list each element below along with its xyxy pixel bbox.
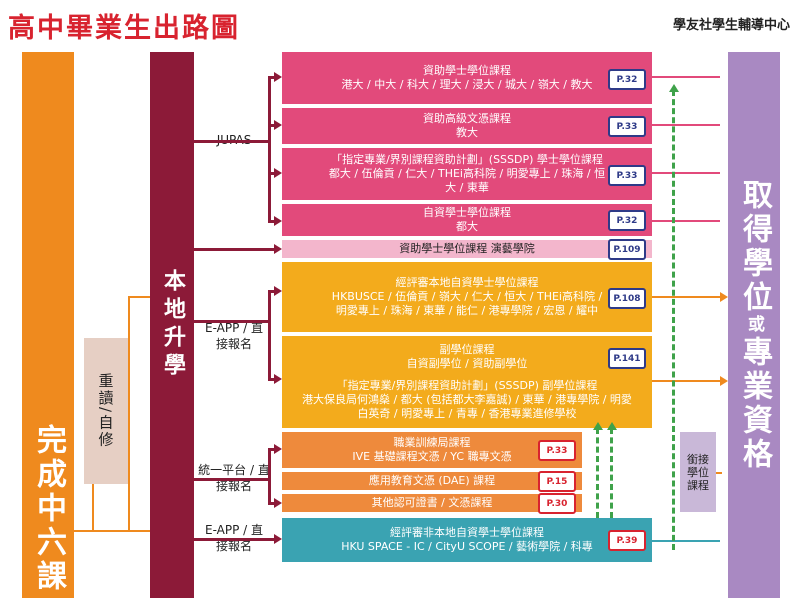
connector xyxy=(652,172,720,174)
arrow xyxy=(274,444,282,454)
connector xyxy=(128,296,150,298)
upgrade-line xyxy=(596,428,599,518)
page-title: 高中畢業生出路圖 xyxy=(8,13,240,44)
connector xyxy=(268,502,274,505)
connector xyxy=(194,538,274,541)
page-ref-badge: P.109 xyxy=(608,239,646,260)
arrow xyxy=(274,216,282,226)
page-ref-badge: P.141 xyxy=(608,348,646,369)
arrow xyxy=(274,120,282,130)
connector xyxy=(268,448,274,451)
connector xyxy=(268,378,274,381)
arrow xyxy=(720,376,728,386)
program-box: 「指定專業/界別課程資助計劃」(SSSDP) 學士學位課程都大 / 伍倫貢 / … xyxy=(282,148,652,200)
arrow xyxy=(607,422,617,430)
arrow xyxy=(274,374,282,384)
upgrade-line xyxy=(610,428,613,518)
program-box: 資助學士學位課程 演藝學院 P.109 xyxy=(282,239,652,260)
arrow xyxy=(274,168,282,178)
program-box: 副學位課程自資副學位 / 資助副學位 「指定專業/界別課程資助計劃」(SSSDP… xyxy=(282,336,652,428)
page-ref-badge: P.32 xyxy=(608,69,646,90)
arrow xyxy=(274,498,282,508)
page-ref-badge: P.30 xyxy=(538,493,576,514)
page-ref-badge: P.33 xyxy=(608,165,646,186)
connector xyxy=(268,76,274,79)
organization-name: 學友社學生輔導中心 xyxy=(672,18,790,33)
program-box: 資助高級文憑課程教大 P.33 xyxy=(282,108,652,144)
page-ref-badge: P.32 xyxy=(608,210,646,231)
upgrade-line xyxy=(672,90,675,550)
complete-s6-column: 完成中六課 xyxy=(22,52,74,598)
connector xyxy=(268,220,274,223)
program-box: 自資學士學位課程都大 P.32 xyxy=(282,204,652,236)
page-ref-badge: P.15 xyxy=(538,471,576,492)
arrow xyxy=(669,84,679,92)
connector xyxy=(268,448,271,504)
degree-or-qualification-column: 取得學位或專業資格 xyxy=(728,52,780,598)
connector xyxy=(716,472,722,474)
page-ref-badge: P.108 xyxy=(608,288,646,309)
connector xyxy=(194,320,270,323)
connector xyxy=(194,248,274,251)
local-study-column: 本地升學 xyxy=(150,52,194,598)
connector xyxy=(92,484,94,532)
connector xyxy=(268,76,271,222)
route-label-eapp: E-APP / 直接報名 xyxy=(204,321,263,351)
connector xyxy=(652,76,720,78)
connector xyxy=(128,296,130,532)
page-ref-badge: P.33 xyxy=(538,440,576,461)
connector xyxy=(652,124,720,126)
arrow xyxy=(593,422,603,430)
arrow xyxy=(720,292,728,302)
page-ref-badge: P.33 xyxy=(608,116,646,137)
route-label-unified: 統一平台 / 直接報名 xyxy=(198,463,270,493)
repeat-self-study-box: 重讀/自修 xyxy=(84,338,128,484)
arrow xyxy=(274,534,282,544)
connector xyxy=(652,540,720,542)
connector xyxy=(268,290,271,380)
connector xyxy=(652,380,720,382)
arrow xyxy=(274,72,282,82)
connector xyxy=(652,296,720,298)
connector xyxy=(194,478,270,481)
connector xyxy=(268,172,274,175)
program-box: 應用教育文憑 (DAE) 課程 P.15 xyxy=(282,471,582,492)
connector xyxy=(268,290,274,293)
arrow xyxy=(274,244,282,254)
connector xyxy=(652,220,720,222)
arrow xyxy=(274,286,282,296)
program-box: 其他認可證書 / 文憑課程 P.30 xyxy=(282,493,582,514)
articulation-degree-box: 銜接學位課程 xyxy=(680,432,716,512)
connector xyxy=(268,124,274,127)
connector xyxy=(74,530,150,532)
connector xyxy=(194,140,270,143)
program-box: 資助學士學位課程港大 / 中大 / 科大 / 理大 / 浸大 / 城大 / 嶺大… xyxy=(282,52,652,104)
page-ref-badge: P.39 xyxy=(608,530,646,551)
route-label-eapp-2: E-APP / 直接報名 xyxy=(204,523,263,553)
